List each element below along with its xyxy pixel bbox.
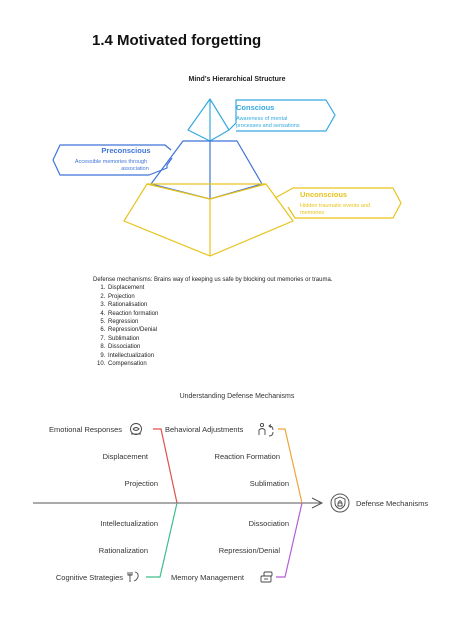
unconscious-desc-line2: memories [300,210,324,216]
item-rationalization: Rationalization [99,546,148,555]
item-reaction-formation: Reaction Formation [215,452,280,461]
conscious-desc-line1: Awareness of mental [236,116,287,122]
bone-behavioral-adjustments [278,428,303,504]
conscious-label: Conscious [236,103,274,112]
bone-memory-management [276,502,303,578]
item-dissociation: Dissociation [249,519,289,528]
list-item: Regression [107,318,332,326]
category-behavioral-adjustments: Behavioral Adjustments [165,425,244,434]
list-item: Dissociation [107,343,332,351]
list-item: Repression/Denial [107,326,332,334]
defense-mechanisms-list: Defense mechanisms: Brains way of keepin… [93,276,332,368]
storage-box-icon [260,571,273,583]
defense-intro: Defense mechanisms: Brains way of keepin… [93,277,333,283]
preconscious-label: Preconscious [101,146,150,155]
category-memory-management: Memory Management [171,573,245,582]
bone-emotional-responses [153,428,178,504]
list-item: Intellectualization [107,352,332,360]
brain-tools-icon [127,571,139,582]
list-item: Compensation [107,360,332,368]
unconscious-label: Unconscious [300,190,347,199]
conscious-desc-line2: processes and sensations [236,123,300,129]
pyramid-title: Mind's Hierarchical Structure [188,76,286,83]
fishbone-head [330,493,350,513]
page-title: 1.4 Motivated forgetting [92,32,262,49]
emotion-head-icon [130,423,142,435]
list-item: Reaction formation [107,310,332,318]
category-emotional-responses: Emotional Responses [49,425,122,434]
list-item: Sublimation [107,335,332,343]
item-projection: Projection [125,479,158,488]
unconscious-desc-line1: Hidden traumatic events and [300,203,370,209]
shield-lock-icon [334,496,346,510]
fishbone-spine [33,497,324,509]
person-cycle-icon [258,422,274,437]
fishbone-title: Understanding Defense Mechanisms [179,393,295,400]
item-intellectualization: Intellectualization [100,519,158,528]
list-item: Rationalisation [107,301,332,309]
item-repression-denial: Repression/Denial [219,546,281,555]
preconscious-desc-line1: Accessible memories through [75,159,147,165]
item-sublimation: Sublimation [250,479,289,488]
item-displacement: Displacement [103,452,149,461]
head-label: Defense Mechanisms [356,499,428,508]
list-item: Displacement [107,284,332,292]
list-item: Projection [107,293,332,301]
preconscious-desc-line2: association [121,166,149,172]
pyramid-level-unconscious [123,183,402,257]
bone-cognitive-strategies [146,502,178,578]
defense-ordered-list: Displacement Projection Rationalisation … [93,284,332,368]
category-cognitive-strategies: Cognitive Strategies [56,573,123,582]
